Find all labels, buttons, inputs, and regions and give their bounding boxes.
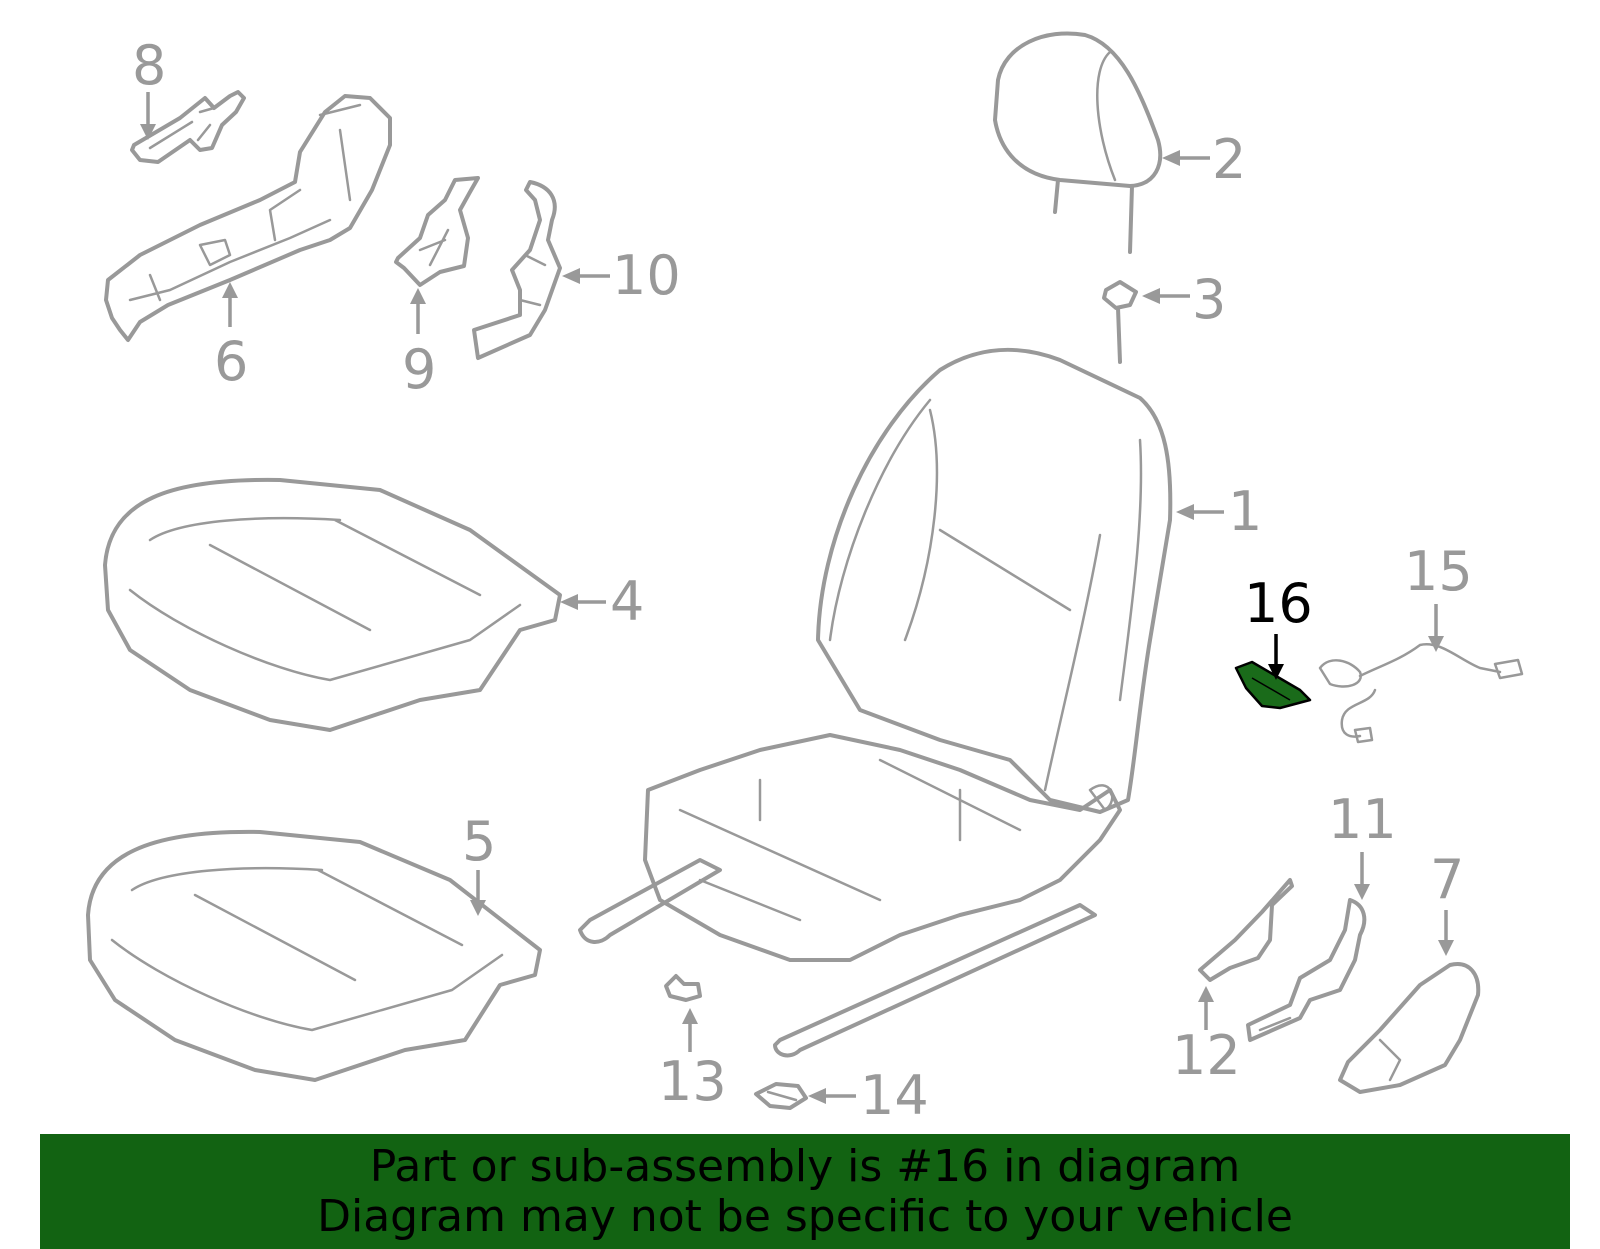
part-15-harness — [1318, 642, 1524, 744]
part-11-cover — [1246, 898, 1367, 1042]
callout-13: 13 — [658, 1050, 727, 1113]
part-3-guide — [1102, 280, 1138, 364]
part-12-bracket — [1198, 878, 1294, 982]
part-14-clip — [754, 1082, 808, 1110]
callout-8: 8 — [132, 34, 166, 97]
part-1-seat-assembly — [578, 347, 1173, 1058]
callout-3: 3 — [1192, 268, 1226, 331]
part-4-cushion-pad — [103, 477, 562, 732]
part-6-side-cover — [104, 94, 392, 342]
part-8-bracket — [130, 90, 246, 164]
banner-disclaimer: Diagram may not be specific to your vehi… — [317, 1190, 1293, 1242]
callout-12: 12 — [1172, 1024, 1241, 1087]
part-16-highlighted — [1234, 660, 1312, 710]
callout-2: 2 — [1212, 128, 1246, 191]
callout-5: 5 — [462, 810, 496, 873]
banner-part-note: Part or sub-assembly is #16 in diagram — [369, 1140, 1241, 1192]
callout-11: 11 — [1328, 788, 1397, 851]
callout-6: 6 — [214, 330, 248, 393]
info-banner: Part or sub-assembly is #16 in diagram D… — [40, 1134, 1570, 1249]
callout-14: 14 — [860, 1064, 929, 1127]
part-2-headrest — [993, 31, 1163, 254]
part-9-bracket — [394, 176, 480, 287]
part-7-cover — [1338, 962, 1481, 1094]
part-13-clip — [664, 974, 702, 1002]
callout-1: 1 — [1228, 480, 1262, 543]
callout-4: 4 — [610, 570, 644, 633]
callout-10: 10 — [612, 244, 681, 307]
leader-arrows — [140, 92, 1454, 1104]
callout-15: 15 — [1404, 540, 1473, 603]
part-5-cushion-cover — [86, 829, 542, 1082]
callout-9: 9 — [402, 338, 436, 401]
callout-7: 7 — [1430, 848, 1464, 911]
callout-16: 16 — [1244, 572, 1313, 635]
callout-labels: 8 6 9 10 2 3 1 4 5 16 15 11 7 12 13 14 — [132, 34, 1473, 1127]
part-10-bracket — [472, 180, 562, 360]
